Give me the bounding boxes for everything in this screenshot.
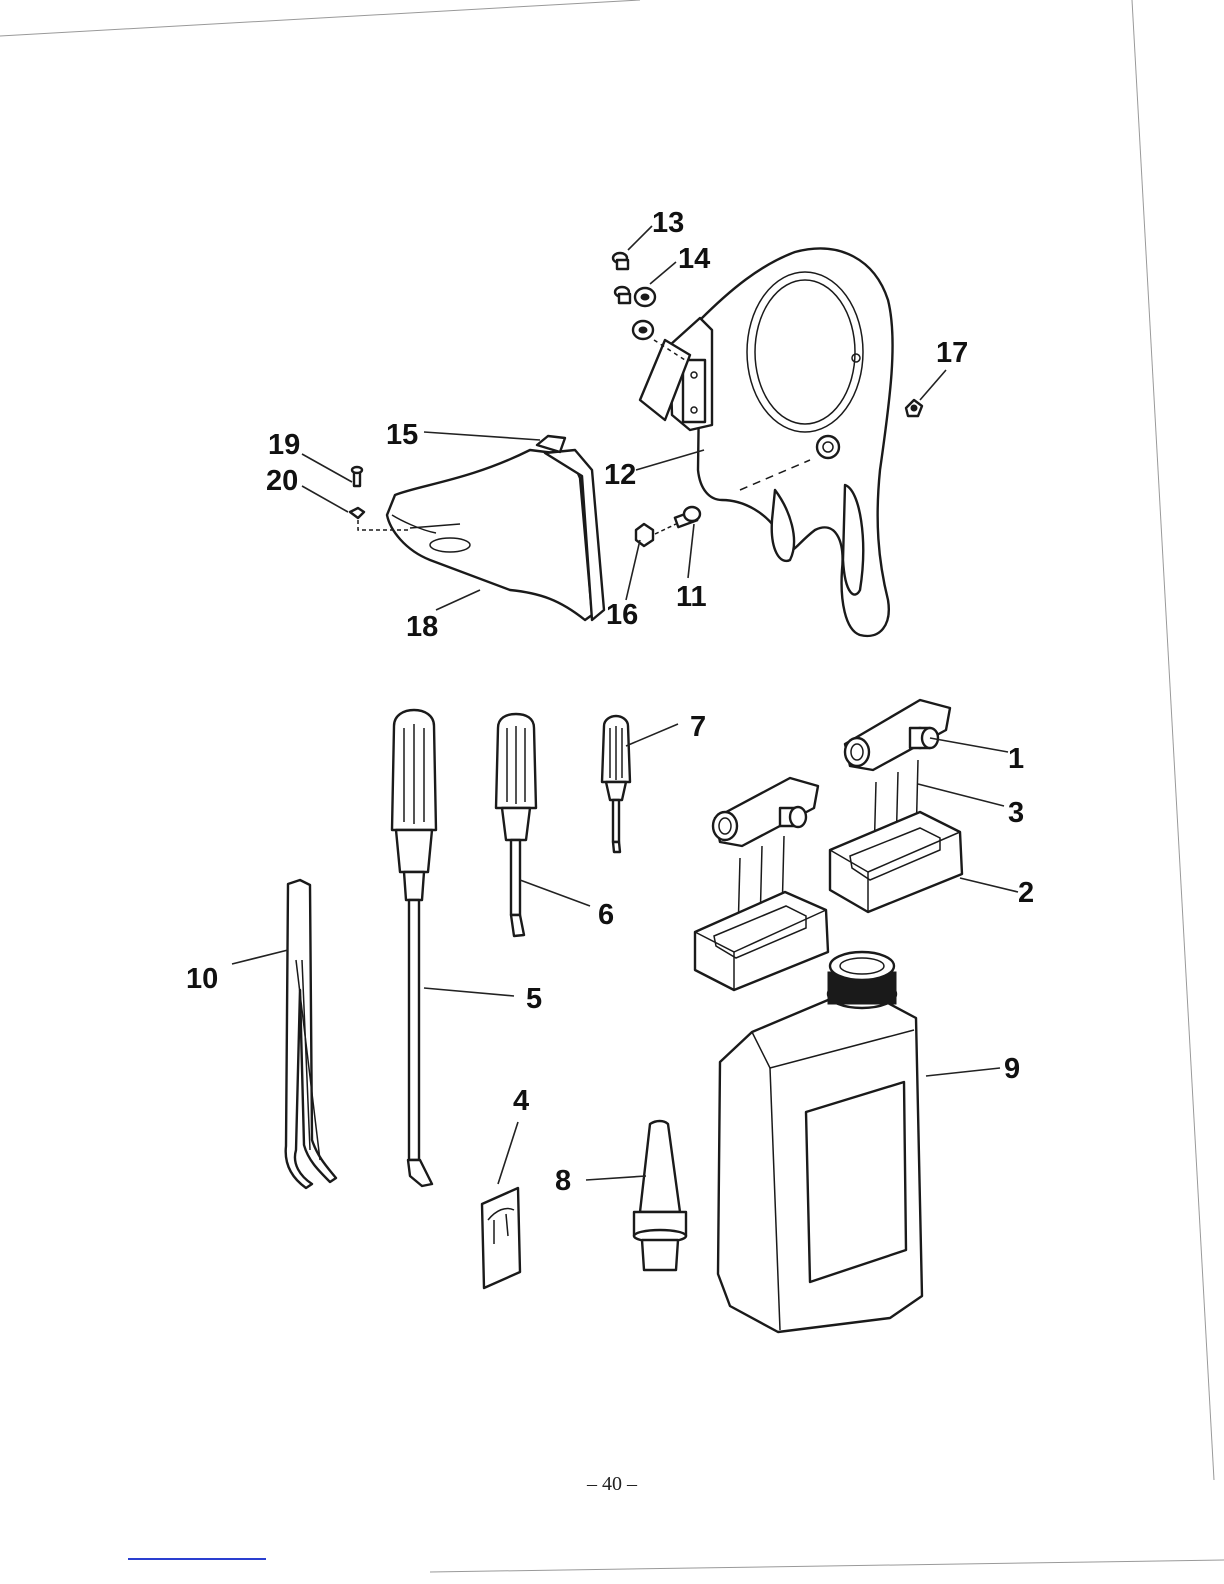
callout-13: 13	[652, 207, 684, 239]
callout-10: 10	[186, 963, 218, 995]
page-number: – 40 –	[0, 1473, 1224, 1496]
callout-1: 1	[1008, 743, 1024, 775]
clip-20	[350, 508, 364, 518]
callout-7: 7	[690, 711, 706, 743]
tweezers-10	[286, 880, 336, 1188]
oil-nozzle-8	[634, 1121, 686, 1270]
callout-5: 5	[526, 983, 542, 1015]
callout-19: 19	[268, 429, 300, 461]
callout-11: 11	[676, 581, 707, 613]
spool-holder-1	[845, 700, 950, 770]
callout-15: 15	[386, 419, 418, 451]
pin-19	[352, 467, 362, 486]
callout-16: 16	[606, 599, 638, 631]
callout-17: 17	[936, 337, 968, 369]
spool-holder-spare	[713, 778, 818, 846]
callout-6: 6	[598, 899, 614, 931]
spool-base-2	[830, 812, 962, 912]
callout-20: 20	[266, 465, 298, 497]
callout-4: 4	[513, 1085, 529, 1117]
screw-13	[613, 253, 630, 303]
screwdriver-medium-6	[496, 714, 536, 936]
screwdriver-large-5	[392, 710, 436, 1186]
page-edge-top	[0, 0, 640, 36]
callout-12: 12	[604, 459, 636, 491]
page-edge-bottom	[430, 1560, 1224, 1572]
callout-18: 18	[406, 611, 438, 643]
bobbin-winder-cover	[387, 436, 604, 620]
callout-2: 2	[1018, 877, 1034, 909]
callout-3: 3	[1008, 797, 1024, 829]
shaft-11	[675, 507, 700, 527]
callout-9: 9	[1004, 1053, 1020, 1085]
belt-cover	[640, 249, 893, 636]
page-edge-right	[1132, 0, 1214, 1480]
screwdriver-small-7	[602, 716, 630, 852]
needle-packet-4	[482, 1188, 520, 1288]
footnote-rule	[128, 1558, 266, 1560]
oil-bottle-9	[718, 952, 922, 1332]
washer-14	[633, 288, 655, 339]
callout-14: 14	[678, 243, 710, 275]
spool-base-spare	[695, 892, 828, 990]
callout-8: 8	[555, 1165, 571, 1197]
screw-17	[906, 400, 922, 416]
